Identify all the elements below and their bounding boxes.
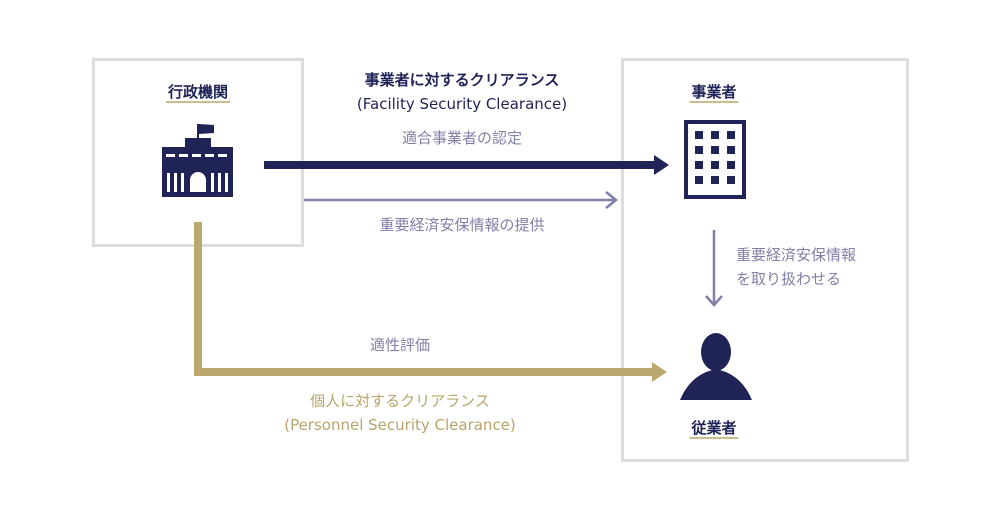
government-label: 行政機関 [165,83,231,103]
business-box [621,58,909,462]
personnel-clearance-action: 適性評価 [369,336,431,354]
personnel-clearance-subtitle: (Personnel Security Clearance) [284,416,516,434]
employee-label: 従業者 [689,419,739,439]
facility-clearance-subtitle: (Facility Security Clearance) [356,95,568,113]
personnel-clearance-arrow [194,222,654,376]
facility-clearance-title: 事業者に対するクリアランス [364,71,560,89]
personnel-clearance-title: 個人に対するクリアランス [310,392,490,410]
facility-arrowhead [654,155,669,175]
business-label: 事業者 [689,83,739,103]
handling-line1: 重要経済安保情報 [736,246,857,264]
info-provision-label: 重要経済安保情報の提供 [379,216,545,234]
person-icon [680,333,752,400]
office-building-icon [684,120,746,199]
government-building-icon [162,124,233,197]
handling-line2: を取り扱わせる [736,270,842,288]
personnel-arrowhead [652,362,667,382]
facility-clearance-action: 適合事業者の認定 [401,129,523,147]
